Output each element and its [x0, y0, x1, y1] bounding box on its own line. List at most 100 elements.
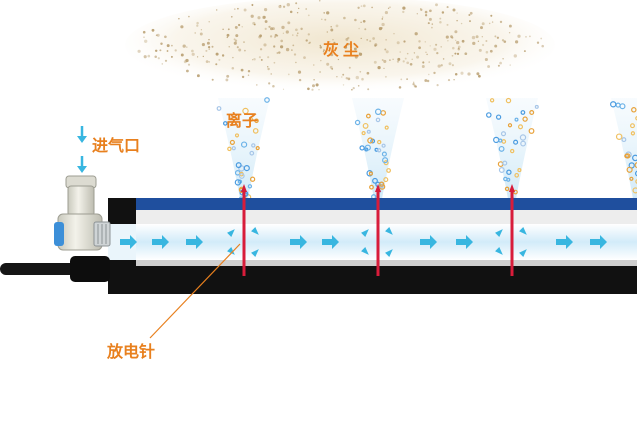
dust-speck — [487, 65, 491, 68]
dust-speck — [166, 44, 170, 48]
dust-speck — [228, 46, 230, 48]
dust-speck — [160, 42, 163, 45]
dust-speck — [377, 65, 381, 70]
dust-speck — [263, 7, 268, 12]
dust-speck — [383, 59, 387, 63]
dust-speck — [359, 70, 362, 73]
dust-speck — [361, 77, 364, 81]
dust-speck — [295, 2, 298, 5]
dust-speck — [247, 74, 250, 76]
airflow-arrow — [290, 235, 307, 249]
dust-speck — [447, 40, 449, 42]
dust-speck — [418, 46, 421, 50]
dust-speck — [147, 54, 151, 58]
dust-speck — [307, 87, 310, 91]
dust-speck — [196, 74, 200, 78]
dust-speck — [230, 15, 233, 18]
dust-speck — [232, 56, 234, 59]
dust-speck — [323, 12, 326, 14]
dust-speck — [341, 76, 343, 78]
dust-speck — [355, 75, 359, 80]
dust-speck — [226, 74, 230, 78]
dust-speck — [424, 14, 428, 17]
dust-speck — [429, 45, 431, 47]
dust-speck — [196, 24, 199, 27]
ion-particle — [528, 128, 535, 134]
dust-speck — [456, 52, 460, 56]
airflow-arrow — [456, 235, 473, 249]
dust-speck — [319, 71, 322, 73]
discharge-needles — [241, 184, 515, 276]
dust-speck — [267, 56, 270, 59]
dust-speck — [422, 61, 425, 64]
dust-speck — [424, 41, 427, 43]
dust-speck — [360, 21, 362, 24]
dust-speck — [312, 84, 315, 88]
dust-speck — [358, 27, 360, 30]
dust-speck — [406, 78, 408, 80]
ion-particle — [534, 104, 539, 109]
needle-leader-line — [149, 243, 241, 339]
dust-speck — [298, 7, 300, 10]
ion-particle — [383, 177, 389, 183]
dust-speck — [364, 28, 367, 31]
dust-speck — [191, 49, 194, 53]
dust-speck — [482, 43, 485, 47]
dust-speck — [222, 28, 224, 30]
dust-speck — [276, 52, 279, 54]
dust-speck — [428, 73, 430, 76]
dust-speck — [244, 49, 246, 52]
dust-speck — [282, 32, 285, 34]
dust-speck — [440, 46, 442, 48]
dust-speck — [178, 18, 180, 20]
dust-speck — [273, 45, 276, 48]
ion-particle — [517, 124, 524, 130]
dust-speck — [385, 39, 387, 41]
dust-speck — [367, 88, 370, 91]
dust-speck — [211, 78, 214, 81]
dust-speck — [536, 41, 540, 44]
dust-speck — [452, 46, 455, 50]
ion-particle — [498, 167, 505, 173]
dust-speck — [399, 51, 402, 53]
dust-speck — [468, 13, 471, 17]
ion-particle — [227, 146, 232, 152]
ion-particle — [234, 179, 242, 186]
dust-speck — [406, 61, 410, 65]
dust-speck — [360, 37, 362, 40]
dust-speck — [196, 56, 199, 58]
dust-speck — [278, 51, 281, 54]
dust-speck — [311, 88, 314, 91]
dust-speck — [144, 39, 148, 43]
dust-speck — [456, 12, 458, 14]
dust-speck — [448, 62, 452, 66]
dust-speck — [402, 6, 406, 10]
dust-speck — [157, 57, 160, 60]
dust-speck — [319, 0, 321, 2]
dust-speck — [206, 41, 210, 45]
dust-speck — [207, 45, 211, 49]
dust-speck — [452, 8, 456, 12]
airflow-arrow — [361, 229, 369, 237]
dust-speck — [331, 68, 334, 70]
dust-speck — [263, 15, 266, 19]
airflow-arrow — [495, 229, 503, 237]
dust-speck — [409, 62, 413, 66]
dust-speck — [315, 83, 319, 87]
dust-speck — [402, 10, 405, 14]
dust-speck — [329, 41, 331, 43]
airflow-arrow — [227, 247, 235, 255]
dust-speck — [525, 36, 527, 38]
dust-speck — [384, 48, 387, 51]
dust-speck — [278, 5, 282, 9]
dust-speck — [369, 40, 372, 43]
dust-speck — [541, 44, 544, 48]
dust-speck — [237, 23, 241, 27]
ion-particle — [498, 138, 503, 143]
ion-particle — [520, 140, 527, 147]
dust-speck — [411, 58, 413, 61]
dust-speck — [221, 54, 225, 57]
airflow-arrows — [120, 227, 607, 257]
dust-speck — [324, 18, 327, 21]
dust-speck — [264, 20, 268, 23]
